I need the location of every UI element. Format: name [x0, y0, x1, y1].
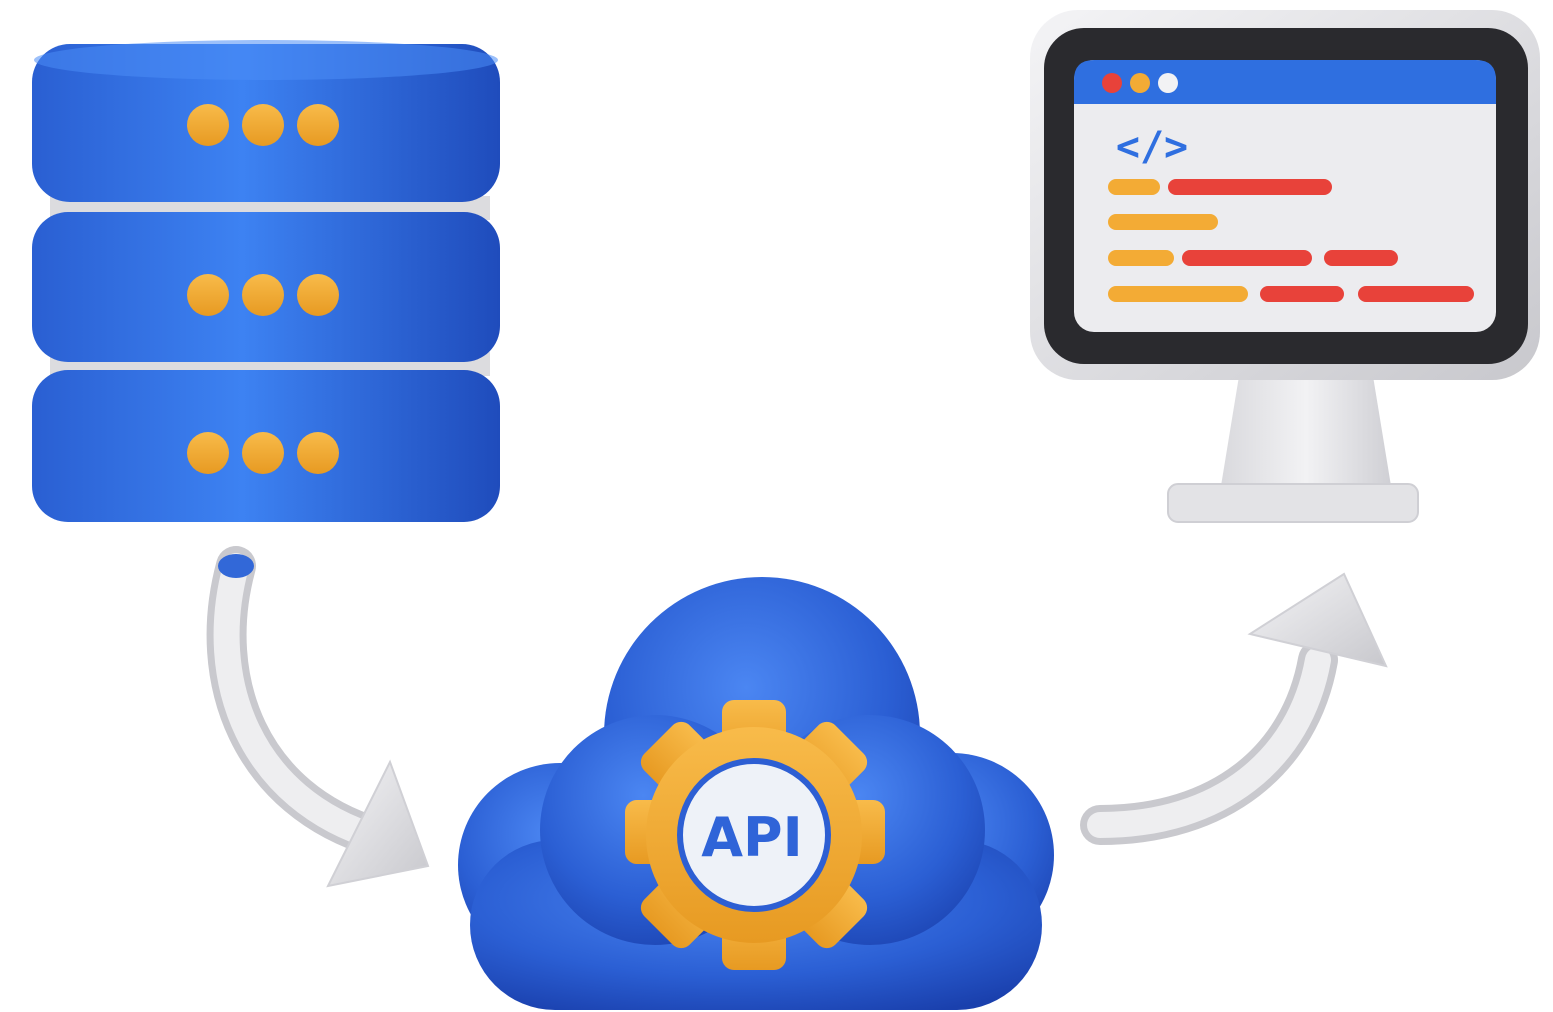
arrow-icon [1080, 572, 1388, 845]
monitor-icon: </> [1030, 10, 1540, 523]
api-label: API [701, 806, 802, 869]
code-tag: </> [1116, 124, 1188, 170]
gear-icon: API [625, 700, 885, 970]
arrow-icon [206, 546, 430, 888]
database-icon [32, 40, 500, 522]
